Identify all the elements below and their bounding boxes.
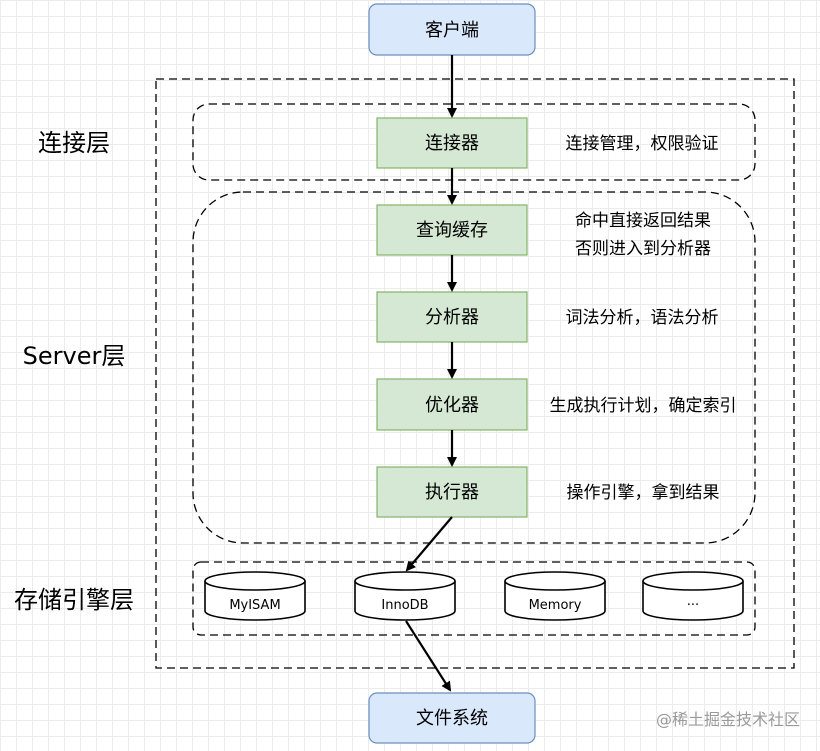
connector-description: 连接管理，权限验证: [566, 134, 719, 154]
analyzer-description: 词法分析，语法分析: [566, 308, 719, 328]
executor-description: 操作引擎，拿到结果: [567, 482, 720, 503]
executor-label: 执行器: [425, 482, 479, 503]
executor-node: [376, 466, 528, 518]
filesystem-label: 文件系统: [416, 708, 488, 729]
engine-more: ···: [642, 571, 744, 621]
server-layer-group: [192, 191, 756, 544]
filesystem-node: [368, 692, 536, 744]
optimizer-description: 生成执行计划，确定索引: [550, 396, 737, 416]
connection-layer-group: [192, 103, 756, 181]
engine-memory: Memory: [504, 571, 606, 621]
optimizer-node: [376, 378, 528, 431]
connection-layer-label: 连接层: [38, 129, 110, 157]
server-layer-label: Server层: [23, 342, 126, 370]
engine-memory-label: Memory: [529, 598, 582, 613]
engine-more-label: ···: [687, 598, 699, 613]
watermark: @稀土掘金技术社区: [656, 710, 800, 729]
query-cache-description-line2: 否则进入到分析器: [575, 239, 711, 259]
engine-innodb: InnoDB: [354, 571, 456, 621]
arrow-executor-to-innodb: [405, 516, 453, 572]
optimizer-label: 优化器: [425, 395, 479, 416]
query-cache-node: [376, 204, 528, 256]
storage-layer-group: [192, 561, 756, 636]
query-cache-description-line1: 命中直接返回结果: [575, 211, 711, 231]
engine-myisam-label: MyISAM: [229, 598, 280, 613]
engine-innodb-label: InnoDB: [381, 598, 428, 613]
query-cache-label: 查询缓存: [416, 220, 488, 241]
analyzer-label: 分析器: [425, 307, 479, 328]
arrow-innodb-to-filesystem: [405, 620, 452, 692]
connector-label: 连接器: [425, 133, 479, 154]
mysql-boundary: [155, 78, 795, 669]
analyzer-node: [376, 291, 528, 343]
engine-myisam: MyISAM: [204, 571, 306, 621]
client-label: 客户端: [425, 20, 479, 41]
storage-layer-label: 存储引擎层: [14, 586, 134, 614]
